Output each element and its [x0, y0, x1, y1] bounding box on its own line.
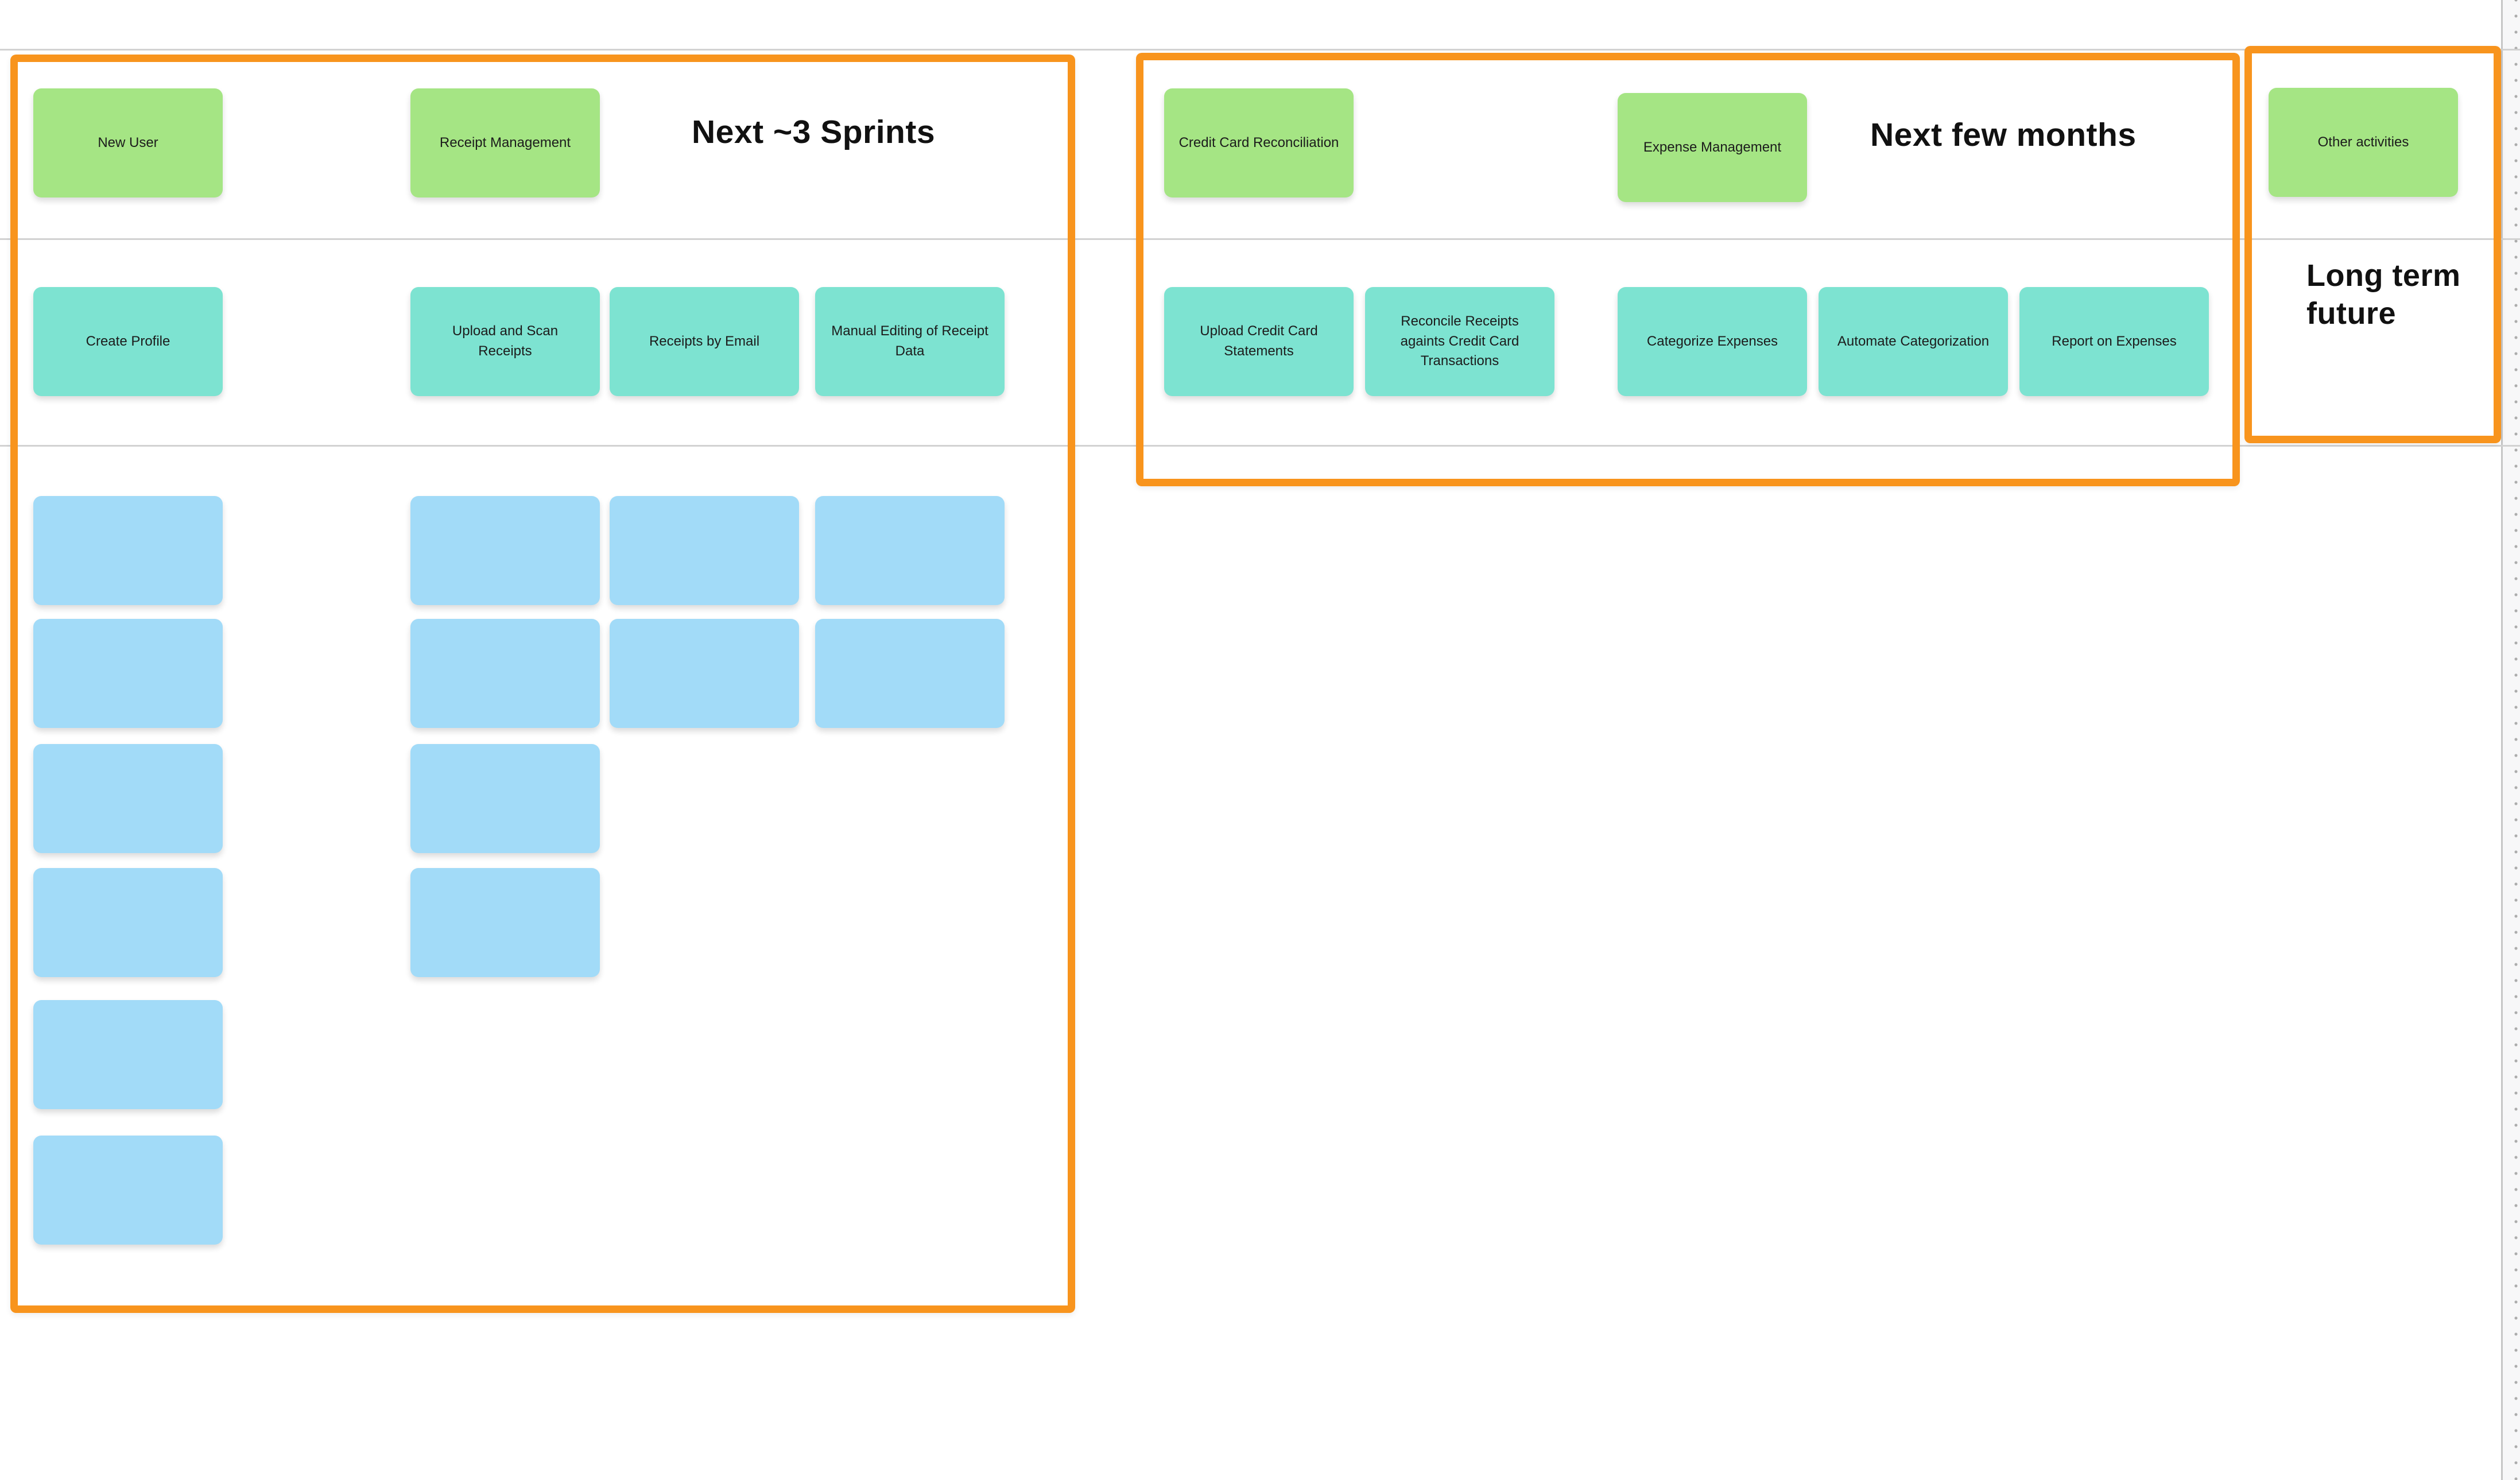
swimlane-divider-top: [0, 49, 2520, 51]
title-next-3-sprints[interactable]: Next ~3 Sprints: [692, 114, 936, 150]
sticky-note-teal[interactable]: Report on Expenses: [2019, 287, 2209, 396]
sticky-note-blue[interactable]: [610, 619, 799, 728]
sticky-note-blue[interactable]: [410, 744, 600, 853]
sticky-note-blue[interactable]: [410, 619, 600, 728]
sticky-note-teal[interactable]: Upload Credit Card Statements: [1164, 287, 1354, 396]
sticky-note-blue[interactable]: [410, 496, 600, 605]
sticky-note-teal[interactable]: Upload and Scan Receipts: [410, 287, 600, 396]
frame-next-3-sprints[interactable]: [10, 55, 1075, 1313]
sticky-note-teal[interactable]: Categorize Expenses: [1618, 287, 1807, 396]
board-edge-dot-grid: [2501, 0, 2520, 1480]
sticky-note-blue[interactable]: [815, 619, 1005, 728]
sticky-note-teal[interactable]: Create Profile: [33, 287, 223, 396]
sticky-note-teal[interactable]: Automate Categorization: [1819, 287, 2008, 396]
sticky-note-blue[interactable]: [410, 868, 600, 977]
sticky-note-teal[interactable]: Manual Editing of Receipt Data: [815, 287, 1005, 396]
sticky-note-green[interactable]: Other activities: [2269, 88, 2458, 197]
sticky-note-blue[interactable]: [33, 744, 223, 853]
sticky-note-blue[interactable]: [33, 1136, 223, 1245]
sticky-note-blue[interactable]: [33, 496, 223, 605]
title-next-few-months[interactable]: Next few months: [1870, 117, 2137, 153]
frame-next-few-months[interactable]: [1136, 53, 2240, 486]
sticky-note-green[interactable]: Receipt Management: [410, 88, 600, 197]
sticky-note-green[interactable]: Credit Card Reconciliation: [1164, 88, 1354, 197]
sticky-note-blue[interactable]: [33, 868, 223, 977]
sticky-note-green[interactable]: New User: [33, 88, 223, 197]
sticky-note-blue[interactable]: [33, 619, 223, 728]
sticky-note-blue[interactable]: [815, 496, 1005, 605]
swimlane-divider-features: [0, 445, 2520, 447]
title-long-term-future[interactable]: Long term future: [2306, 258, 2461, 331]
sticky-note-green[interactable]: Expense Management: [1618, 93, 1807, 202]
swimlane-divider-activities: [0, 238, 2520, 240]
sticky-note-teal[interactable]: Reconcile Receipts againts Credit Card T…: [1365, 287, 1554, 396]
sticky-note-blue[interactable]: [33, 1000, 223, 1109]
sticky-note-teal[interactable]: Receipts by Email: [610, 287, 799, 396]
sticky-note-blue[interactable]: [610, 496, 799, 605]
frame-long-term-future[interactable]: [2244, 46, 2501, 443]
